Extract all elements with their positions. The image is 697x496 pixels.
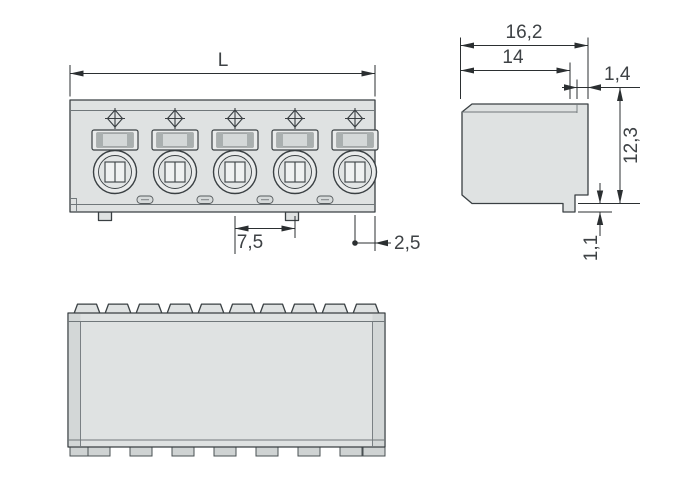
vent-slot-4: [316, 195, 334, 204]
dimension-depth: 14: [460, 47, 571, 99]
lever-bump-9: [321, 303, 349, 315]
lever-bump-10: [352, 303, 380, 315]
dimension-height: 12,3: [578, 87, 642, 204]
dimension-depth-label: 14: [502, 47, 524, 68]
arrowhead: [375, 239, 388, 247]
dimension-pitch-label: 7,5: [237, 232, 263, 253]
foot-6: [297, 446, 321, 457]
dimension-L: L: [69, 50, 376, 97]
bottom-tab-1: [97, 211, 113, 222]
vent-slot-3: [256, 195, 274, 204]
lever-bump-5: [197, 303, 225, 315]
dimension-height-label: 12,3: [621, 127, 642, 164]
housing-side-outline: [461, 103, 589, 213]
foot-5: [255, 446, 279, 457]
front-view: L 7,5 2,5: [69, 50, 420, 254]
dimension-total-depth: 16,2: [460, 22, 589, 99]
arrowhead: [596, 190, 604, 204]
housing-body: [67, 312, 386, 448]
lever-bump-3: [135, 303, 163, 315]
dimension-pin-height: 1,1: [578, 183, 612, 261]
dimension-L-label: L: [218, 50, 229, 71]
side-wall-right: [372, 314, 385, 446]
dimension-pin-height-label: 1,1: [581, 235, 602, 261]
vent-slot-1: [136, 195, 154, 204]
lever-bump-6: [228, 303, 256, 315]
lever-bump-8: [290, 303, 318, 315]
foot-2: [129, 446, 153, 457]
housing-left-step: [70, 198, 77, 212]
dimension-lip-label: 1,4: [604, 64, 631, 85]
foot-corner-right: [362, 446, 386, 457]
side-view: 16,2 14 1,4 12,3 1,1: [460, 22, 642, 261]
dimension-total-depth-label: 16,2: [506, 22, 543, 43]
lever-bump-2: [104, 303, 132, 315]
foot-4: [213, 446, 237, 457]
dimension-edge-offset-label: 2,5: [394, 233, 420, 254]
vent-slot-2: [196, 195, 214, 204]
foot-1: [87, 446, 111, 457]
bottom-tab-2: [284, 211, 300, 222]
dimension-lip: 1,4: [562, 64, 640, 99]
side-wall-left: [68, 314, 81, 446]
lever-bump-7: [259, 303, 287, 315]
dimension-pitch: 7,5: [234, 216, 296, 254]
perspective-view: [67, 303, 386, 457]
dimension-edge-offset: 2,5: [352, 215, 420, 254]
lever-bump-4: [166, 303, 194, 315]
lever-bump-1: [73, 303, 101, 315]
foot-3: [171, 446, 195, 457]
arrowhead: [596, 212, 604, 225]
foot-7: [339, 446, 363, 457]
arrowhead: [588, 84, 601, 91]
arrowhead: [564, 84, 577, 91]
